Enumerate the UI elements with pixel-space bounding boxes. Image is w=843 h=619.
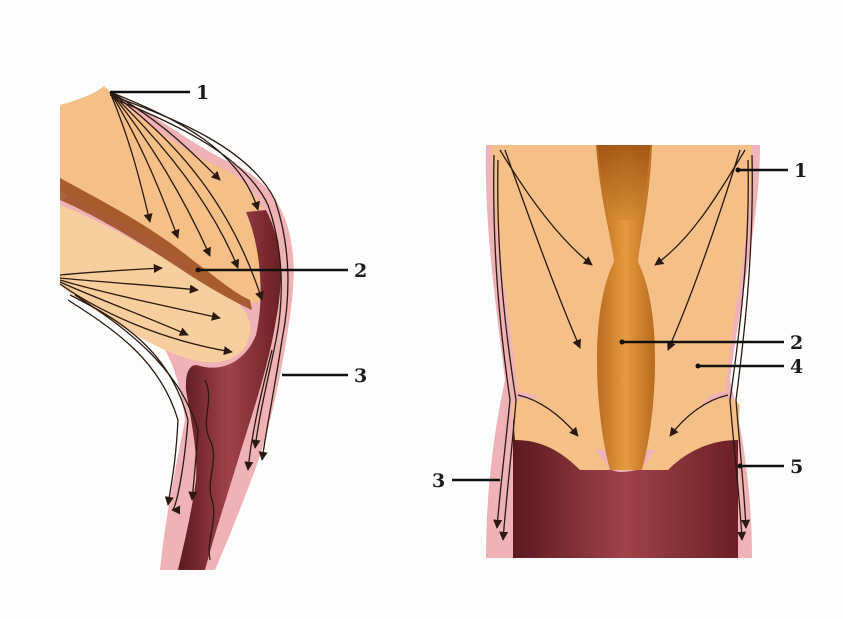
left-figure: 1 2 3 — [60, 82, 367, 570]
label-text: 1 — [794, 160, 807, 182]
label-text: 5 — [790, 456, 803, 478]
label-text: 3 — [432, 470, 445, 492]
right-label-5: 5 — [738, 456, 804, 478]
label-text: 4 — [790, 356, 803, 378]
label-text: 3 — [354, 365, 367, 387]
right-figure: 1 2 4 3 5 — [432, 145, 807, 558]
left-label-3: 3 — [282, 365, 367, 387]
label-text: 1 — [196, 82, 209, 104]
label-text: 2 — [790, 332, 803, 354]
label-text: 2 — [354, 260, 367, 282]
